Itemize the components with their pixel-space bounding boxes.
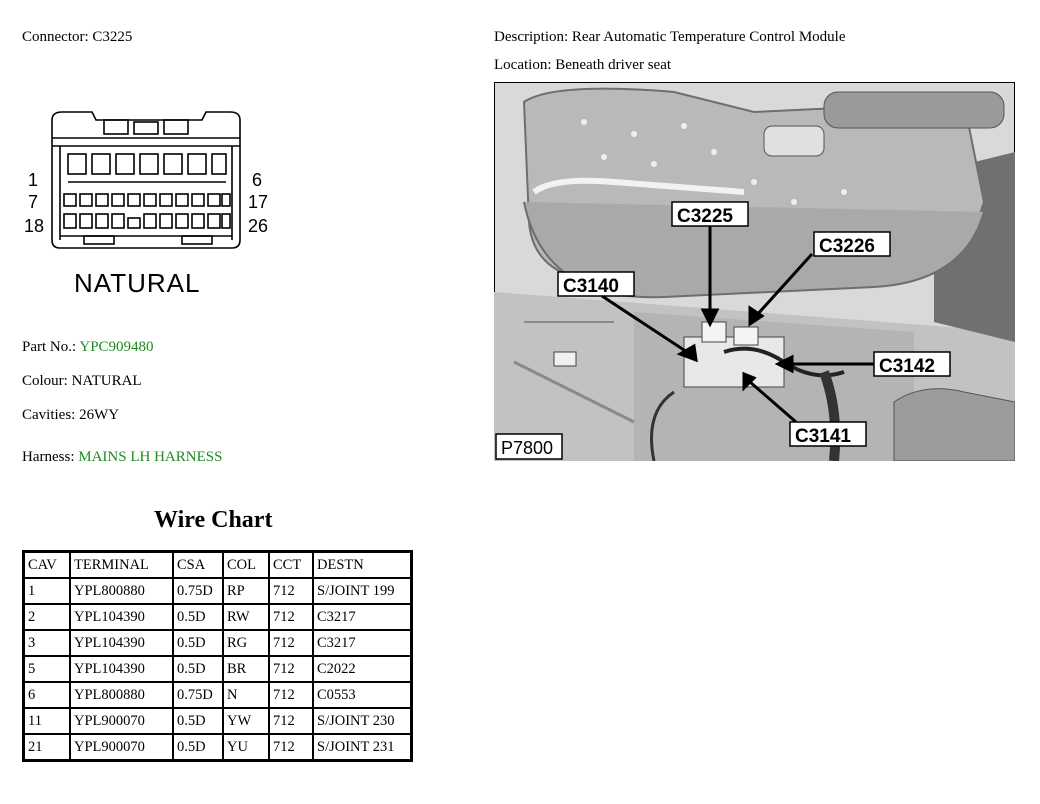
cell-cav: 1	[22, 577, 71, 605]
cell-csa: 0.5D	[172, 733, 224, 762]
col-header-cct: CCT	[268, 550, 314, 579]
callout-c3140: C3140	[563, 276, 619, 297]
col-header-col: COL	[222, 550, 270, 579]
cell-cct: 712	[268, 629, 314, 657]
wire-chart-table: CAV TERMINAL CSA COL CCT DESTN 1 YPL8008…	[22, 550, 413, 762]
cell-cct: 712	[268, 733, 314, 762]
cell-terminal: YPL800880	[69, 681, 174, 709]
connector-label: Connector:	[22, 29, 89, 45]
cell-cct: 712	[268, 603, 314, 631]
pin-label-1: 1	[28, 170, 38, 190]
cell-col: N	[222, 681, 270, 709]
pin-label-7: 7	[28, 192, 38, 212]
cell-col: BR	[222, 655, 270, 683]
cell-csa: 0.5D	[172, 707, 224, 735]
cell-csa: 0.5D	[172, 603, 224, 631]
cell-csa: 0.5D	[172, 655, 224, 683]
table-row: 21 YPL900070 0.5D YU 712 S/JOINT 231	[22, 733, 413, 762]
cell-cav: 6	[22, 681, 71, 709]
cell-col: RP	[222, 577, 270, 605]
cell-cav: 21	[22, 733, 71, 762]
cell-col: YU	[222, 733, 270, 762]
pin-label-17: 17	[248, 192, 268, 212]
table-row: 5 YPL104390 0.5D BR 712 C2022	[22, 655, 413, 683]
cell-terminal: YPL900070	[69, 707, 174, 735]
cavities-value: 26WY	[79, 407, 120, 423]
cell-cct: 712	[268, 681, 314, 709]
table-row: 2 YPL104390 0.5D RW 712 C3217	[22, 603, 413, 631]
cell-destn: S/JOINT 199	[312, 577, 413, 605]
cell-cav: 3	[22, 629, 71, 657]
cell-destn: C0553	[312, 681, 413, 709]
connector-colour-caption: NATURAL	[74, 268, 200, 298]
cell-destn: C3217	[312, 603, 413, 631]
cell-destn: S/JOINT 230	[312, 707, 413, 735]
cell-terminal: YPL104390	[69, 629, 174, 657]
harness-label: Harness:	[22, 449, 75, 465]
table-row: 11 YPL900070 0.5D YW 712 S/JOINT 230	[22, 707, 413, 735]
cell-terminal: YPL800880	[69, 577, 174, 605]
cell-cct: 712	[268, 655, 314, 683]
location-label: Location:	[494, 57, 552, 73]
cell-csa: 0.75D	[172, 681, 224, 709]
col-header-cav: CAV	[22, 550, 71, 579]
cell-destn: C2022	[312, 655, 413, 683]
description-line: Description: Rear Automatic Temperature …	[494, 28, 846, 46]
connector-value: C3225	[92, 29, 133, 45]
colour-label: Colour:	[22, 373, 68, 389]
pin-label-18: 18	[24, 216, 44, 236]
part-no-link[interactable]: YPC909480	[79, 339, 154, 355]
cell-csa: 0.5D	[172, 629, 224, 657]
callout-c3226: C3226	[819, 236, 875, 257]
wire-chart-title: Wire Chart	[154, 507, 273, 533]
location-line: Location: Beneath driver seat	[494, 56, 671, 74]
table-row: 3 YPL104390 0.5D RG 712 C3217	[22, 629, 413, 657]
location-photo: C3225 C3226 C3140 C3142 C3141 P7800	[494, 82, 1015, 461]
part-no-line: Part No.: YPC909480	[22, 338, 154, 356]
colour-value: NATURAL	[71, 373, 142, 389]
cell-terminal: YPL104390	[69, 603, 174, 631]
harness-link[interactable]: MAINS LH HARNESS	[78, 449, 223, 465]
table-row: 1 YPL800880 0.75D RP 712 S/JOINT 199	[22, 577, 413, 605]
table-header-row: CAV TERMINAL CSA COL CCT DESTN	[22, 550, 413, 579]
cell-cav: 11	[22, 707, 71, 735]
pin-label-6: 6	[252, 170, 262, 190]
cell-cav: 5	[22, 655, 71, 683]
table-row: 6 YPL800880 0.75D N 712 C0553	[22, 681, 413, 709]
col-header-terminal: TERMINAL	[69, 550, 174, 579]
cell-terminal: YPL900070	[69, 733, 174, 762]
cavities-line: Cavities: 26WY	[22, 406, 119, 424]
colour-line: Colour: NATURAL	[22, 372, 142, 390]
description-value: Rear Automatic Temperature Control Modul…	[571, 29, 846, 45]
col-header-destn: DESTN	[312, 550, 413, 579]
connector-face-diagram: 1 7 18 6 17 26 NATURAL	[24, 111, 268, 298]
cell-terminal: YPL104390	[69, 655, 174, 683]
cell-cct: 712	[268, 707, 314, 735]
cell-col: RG	[222, 629, 270, 657]
figure-id: P7800	[501, 438, 553, 458]
cavities-label: Cavities:	[22, 407, 76, 423]
description-label: Description:	[494, 29, 569, 45]
pin-label-26: 26	[248, 216, 268, 236]
cell-cct: 712	[268, 577, 314, 605]
location-value: Beneath driver seat	[555, 57, 672, 73]
cell-csa: 0.75D	[172, 577, 224, 605]
cell-col: YW	[222, 707, 270, 735]
col-header-csa: CSA	[172, 550, 224, 579]
connector-heading: Connector: C3225	[22, 28, 132, 46]
part-no-label: Part No.:	[22, 339, 77, 355]
callout-c3142: C3142	[879, 356, 935, 377]
harness-line: Harness: MAINS LH HARNESS	[22, 448, 222, 466]
cell-destn: C3217	[312, 629, 413, 657]
cell-cav: 2	[22, 603, 71, 631]
cell-destn: S/JOINT 231	[312, 733, 413, 762]
callout-c3141: C3141	[795, 426, 851, 447]
cell-col: RW	[222, 603, 270, 631]
callout-c3225: C3225	[677, 206, 733, 227]
